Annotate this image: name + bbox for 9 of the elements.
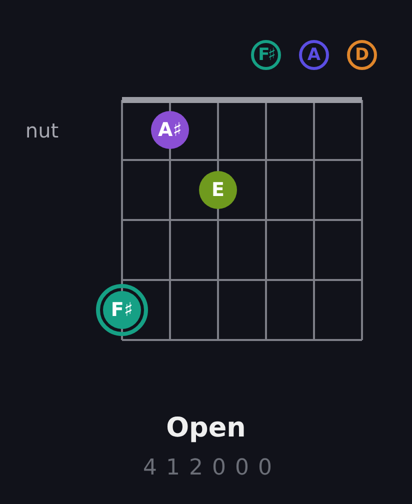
finger-dot: E	[199, 171, 237, 209]
chord-name: Open	[166, 412, 246, 444]
root-dot: F♯	[96, 284, 148, 336]
fingering-numbers: 4 1 2 0 0 0	[143, 455, 273, 481]
note-circle: F♯	[251, 40, 281, 70]
finger-dot: A♯	[151, 111, 189, 149]
note-circle: D	[347, 40, 377, 70]
note-circle: A	[299, 40, 329, 70]
nut-label: nut	[25, 120, 59, 142]
